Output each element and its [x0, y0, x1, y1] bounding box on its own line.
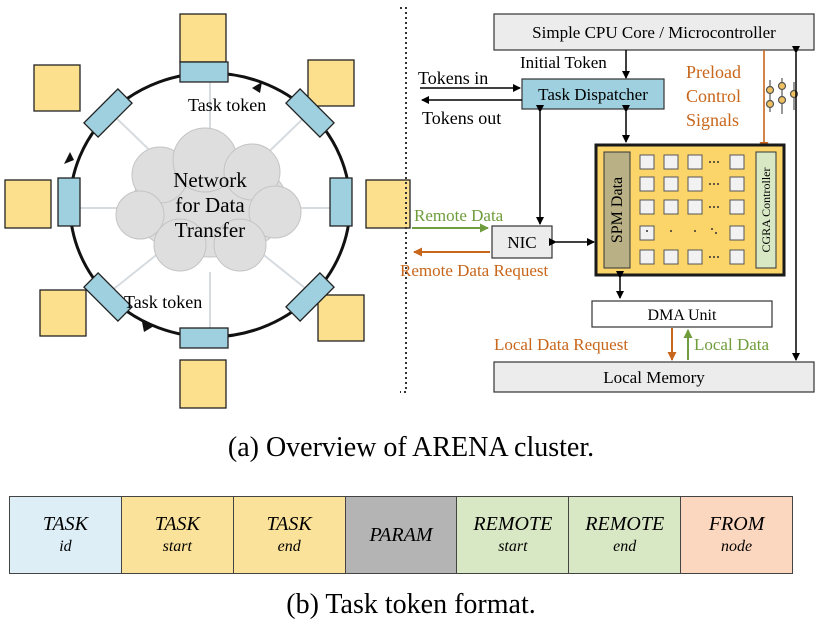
nic-box	[491, 225, 553, 259]
cgra-controller-box	[755, 151, 777, 269]
pe-ellipsis	[646, 161, 719, 258]
token-field-name: REMOTE	[473, 513, 553, 535]
preload-label-3: Signals	[686, 110, 739, 130]
ring-routers	[57, 61, 353, 349]
node-top-left	[33, 64, 81, 112]
nic-label: NIC	[507, 233, 536, 252]
task-token-label-top: Task token	[188, 95, 266, 115]
cpu-box	[493, 13, 815, 51]
caption-a: (a) Overview of ARENA cluster.	[227, 432, 595, 463]
preload-label-1: Preload	[686, 62, 741, 82]
task-dispatcher-box	[521, 78, 665, 110]
router-bottom	[179, 327, 229, 349]
token-field: TASK end	[233, 497, 346, 573]
token-field-name: PARAM	[369, 524, 433, 546]
router-top-right	[285, 88, 335, 138]
token-field-name: TASK	[266, 513, 312, 535]
token-field-name: FROM	[708, 513, 765, 535]
token-field-subname: id	[59, 538, 72, 555]
local-memory-label: Local Memory	[603, 368, 705, 387]
cloud-label-1: Network	[173, 168, 247, 192]
token-field: TASK start	[121, 497, 234, 573]
router-top-left	[83, 88, 133, 138]
initial-token-label: Initial Token	[520, 53, 607, 72]
node-right	[365, 179, 411, 229]
token-field: FROM node	[681, 497, 793, 573]
ring-arrow-left-icon	[64, 152, 74, 164]
cloud-label-2: for Data	[175, 193, 245, 217]
preload-label-2: Control	[686, 86, 741, 106]
cpu-label: Simple CPU Core / Microcontroller	[532, 23, 776, 42]
router-top	[179, 61, 229, 83]
token-field: TASK id	[10, 497, 122, 573]
local-memory-box	[493, 361, 815, 393]
cgra-controller-label: CGRA Controller	[759, 167, 773, 252]
ring-nodes	[4, 13, 411, 409]
ring-arrow-top-icon	[252, 82, 262, 93]
token-field-name: TASK	[154, 513, 200, 535]
token-field-subname: start	[498, 538, 528, 555]
cluster-detail: Simple CPU Core / Microcontroller Initia…	[400, 13, 815, 393]
router-bottom-right	[285, 272, 335, 322]
spm-data-box	[603, 151, 631, 269]
router-left	[57, 177, 81, 227]
network-cloud-icon	[115, 127, 302, 272]
spm-data-label: SPM Data	[609, 177, 626, 243]
control-signal-icon	[765, 78, 799, 114]
pe-grid	[639, 154, 745, 265]
dma-unit-label: DMA Unit	[648, 307, 717, 324]
node-bottom-right	[317, 294, 365, 342]
token-field-name: REMOTE	[585, 513, 665, 535]
ring-arrow-bottom-icon	[142, 322, 154, 332]
remote-data-label: Remote Data	[414, 206, 504, 225]
cloud-label-3: Transfer	[175, 218, 245, 242]
dma-unit-box	[591, 300, 773, 328]
local-data-label: Local Data	[694, 335, 769, 354]
node-left	[4, 179, 52, 229]
remote-data-request-label: Remote Data Request	[400, 261, 549, 280]
node-bottom-left	[39, 289, 87, 337]
caption-b: (b) Task token format.	[286, 589, 536, 620]
token-field: PARAM	[345, 497, 458, 573]
node-top	[179, 13, 227, 63]
token-field: REMOTE end	[569, 497, 682, 573]
local-data-request-label: Local Data Request	[494, 335, 628, 354]
router-bottom-left	[83, 272, 133, 322]
tokens-out-label: Tokens out	[422, 108, 501, 128]
task-dispatcher-label: Task Dispatcher	[538, 85, 648, 104]
token-field-name: TASK	[42, 513, 89, 535]
node-top-right	[307, 59, 355, 107]
token-field-subname: start	[162, 538, 192, 555]
tokens-in-label: Tokens in	[418, 68, 488, 88]
token-field-subname: end	[613, 538, 637, 555]
token-field: REMOTE start	[457, 497, 570, 573]
router-right	[329, 177, 353, 227]
token-field-subname: node	[721, 538, 753, 555]
task-token-label-bottom: Task token	[124, 292, 202, 312]
node-bottom	[179, 359, 227, 409]
ring-network: Network for Data Transfer Task token Ta	[4, 13, 411, 409]
token-field-subname: end	[277, 538, 301, 555]
